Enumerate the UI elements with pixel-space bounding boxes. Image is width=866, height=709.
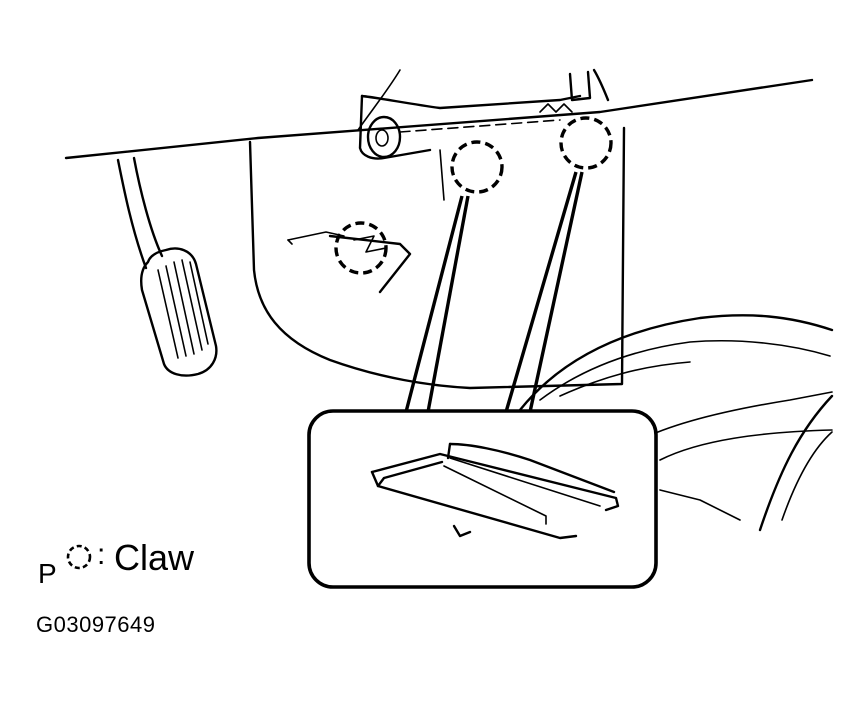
leader-lines [404, 171, 584, 413]
claw-marker-right [559, 116, 613, 170]
seat-contour [518, 314, 834, 532]
accelerator-pedal [116, 156, 218, 377]
claw-marker-lower [334, 221, 388, 275]
dashboard-edge [64, 69, 814, 160]
legend-label: Claw [114, 537, 195, 578]
legend-letter: P [38, 558, 57, 589]
figure-code: G03097649 [36, 612, 156, 637]
dashed-circle-icon [66, 544, 92, 570]
hinge-assembly [358, 68, 610, 160]
claw-markers [334, 116, 613, 275]
claw-marker-center [450, 140, 504, 194]
legend-colon: : [97, 538, 106, 571]
under-dash-cover [248, 126, 626, 390]
claw-detail-inset [307, 409, 658, 589]
